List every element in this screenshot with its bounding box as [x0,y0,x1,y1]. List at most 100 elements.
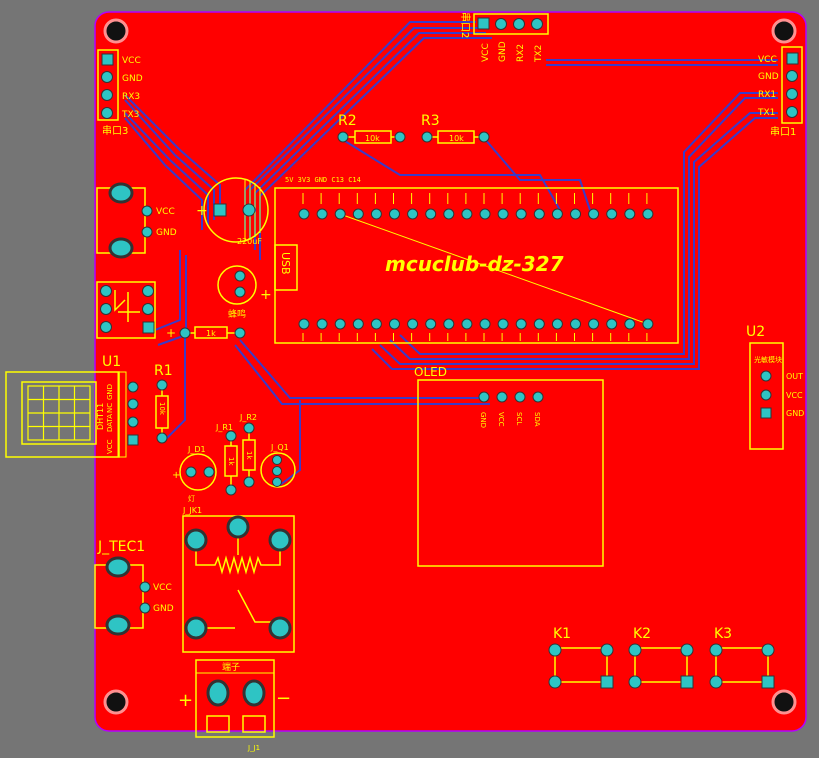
terminal-plus: + [178,690,193,711]
mcu-pin-bottom [515,318,527,330]
mcu-pin-bottom [588,318,600,330]
key-k1[interactable]: K1 [548,626,614,689]
uart1-pin-gnd: GND [758,72,779,82]
r3-value: 10k [449,134,464,143]
uart3-pin-gnd: GND [122,74,143,84]
uart3-pin-tx: TX3 [121,110,139,120]
mcu-pin-bottom [370,318,382,330]
key-k3[interactable]: K3 [709,626,775,689]
cap-value: 220uF [237,237,262,246]
keys: K1 K2 K3 [548,626,775,689]
key-pad [628,643,642,657]
copper-traces [124,21,778,486]
buzzer-plus: + [260,287,272,303]
u2-ref: U2 [746,324,765,340]
resistor-r3: R3 10k [421,113,490,144]
r3-ref: R3 [421,113,440,129]
mcu-pins [298,193,654,341]
uart1-header: VCC GND RX1 TX1 串口1 [757,46,803,138]
uart2-pin-rx: RX2 [516,44,526,62]
u1-pin-gnd: GND [106,384,114,400]
mcu-pin-bottom [497,318,509,330]
capacitor-220uf: + 220uF [196,177,269,246]
mcu-pin-bottom [479,318,491,330]
key-label: K3 [714,626,732,642]
mcu-pin-top [515,208,527,220]
mcu-pin-top [407,208,419,220]
uart1-pin-tx: TX1 [757,108,775,118]
key-pad [548,643,562,657]
mcu-pin-bottom [425,318,437,330]
mcu-pin-top [298,208,310,220]
mcu-title: mcuclub-dz-327 [385,252,564,276]
r-1k-mark: + [166,326,176,340]
usb-label: USB [279,252,292,275]
key-pad [680,643,694,657]
resistor-r2: R2 10k [337,113,406,144]
uart1-pin-rx: RX1 [758,90,776,100]
u1-ref: U1 [102,354,121,370]
jr1-label: J_R1 [215,423,233,432]
key-pad [600,643,614,657]
uart3-header: VCC GND RX3 TX3 串口3 [97,49,143,137]
uart2-pin-tx: TX2 [534,45,544,63]
mcu-pin-top [479,208,491,220]
mcu-pin-top [551,208,563,220]
r-1k-value: 1k [206,329,216,338]
jq1-label: J_Q1 [270,443,289,452]
oled-pin-vcc: VCC [497,412,505,427]
oled-ref: OLED [414,365,447,379]
mcu-pin-top [624,208,636,220]
light-sensor-u2: U2 光敏模块 OUT VCC GND [746,324,804,450]
oled-pin-sda: SDA [533,412,541,427]
mcu-pin-top [570,208,581,220]
mcu-pin-bottom [570,318,581,330]
uart1-label: 串口1 [770,126,796,138]
u2-pin-out: OUT [786,372,803,381]
resistor-1k: + 1k [166,326,246,340]
mcu-top-label: 5V 3V3 GND C13 C14 [285,176,361,184]
mcu-pin-top [533,208,545,220]
jr2-value: 1k [245,451,253,460]
u2-pin-vcc: VCC [786,391,803,400]
u2-label: 光敏模块 [754,355,782,364]
terminal-label: 端子 [222,661,240,673]
jr1-value: 1k [227,457,235,466]
mcu-pin-top [497,208,509,220]
key-pad [761,643,775,657]
key-pad [548,675,562,689]
uart2-label: 串口2 [459,12,471,38]
mounting-holes [103,18,797,715]
mcu-pin-top [588,208,600,220]
key-outline [634,647,688,683]
mcu-pin-bottom [443,318,455,330]
mcu-pin-bottom [298,318,310,330]
uart2-pin-gnd: GND [498,41,508,62]
mcu-pin-bottom [352,318,364,330]
key-outline [554,647,608,683]
mcu-pin-top [334,208,346,220]
uart2-pin-vcc: VCC [481,43,491,62]
mcu-pin-bottom [642,318,654,330]
key-pad-square [680,675,694,689]
mcu-pin-bottom [316,318,328,330]
mcu-pin-bottom [389,318,400,330]
mcu-pin-bottom [551,318,563,330]
mcu-pin-top [352,208,364,220]
uart3-label: 串口3 [102,125,128,137]
jr2-label: J_R2 [239,413,257,422]
key-label: K1 [553,626,571,642]
mcu-pin-bottom [606,318,618,330]
mcu-pin-bottom [334,318,346,330]
uart2-header: 串口2 VCC GND RX2 TX2 [459,12,549,63]
mcu-pin-top [642,208,654,220]
terminal-minus: − [276,688,291,709]
mcu-pin-top [461,208,473,220]
key-pad [628,675,642,689]
r2-ref: R2 [338,113,357,129]
key-outline [715,647,769,683]
r1-value: 10k [158,402,166,416]
key-k2[interactable]: K2 [628,626,694,689]
sensor-u1-dht11: U1 GND NC DATA VCC DHT11 [5,354,139,458]
key-pad [709,643,723,657]
